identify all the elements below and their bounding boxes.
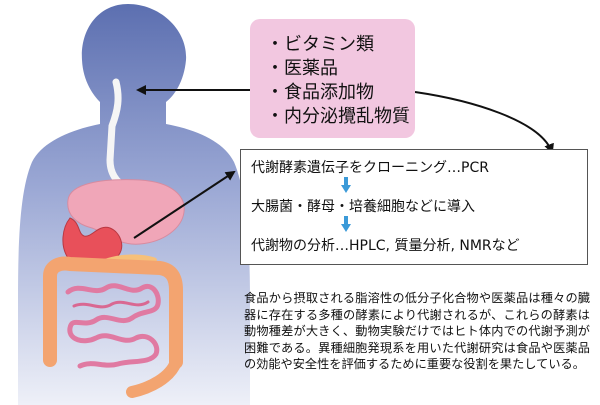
down-arrow-icon [341,177,351,193]
small-intestine-icon [65,283,161,369]
down-arrow-icon [341,216,351,232]
large-intestine-icon [43,256,183,369]
to-tube-arrow [414,91,554,154]
compound-item: ビタミン類 [266,33,415,57]
compound-item: 内分泌攪乱物質 [266,105,415,129]
to-method-arrow [133,170,236,239]
method-step-expression: 大腸菌・酵母・培養細胞などに導入 [251,199,475,215]
stomach-icon [62,217,123,268]
compound-item: 医薬品 [266,57,415,81]
rectum-icon [126,356,182,398]
method-step-analysis: 代謝物の分析…HPLC, 質量分析, NMRなど [251,238,520,254]
compound-item: 食品添加物 [266,81,415,105]
method-step-cloning: 代謝酵素遺伝子をクローニング…PCR [251,160,489,176]
compound-list-box: ビタミン類 医薬品 食品添加物 内分泌攪乱物質 [250,19,415,138]
method-steps-box: 代謝酵素遺伝子をクローニング…PCR 大腸菌・酵母・培養細胞などに導入 代謝物の… [240,149,588,265]
liver-icon [67,179,185,245]
description-text: 食品から摂取される脂溶性の低分子化合物や医薬品は種々の臓器に存在する多種の酵素に… [244,291,590,372]
